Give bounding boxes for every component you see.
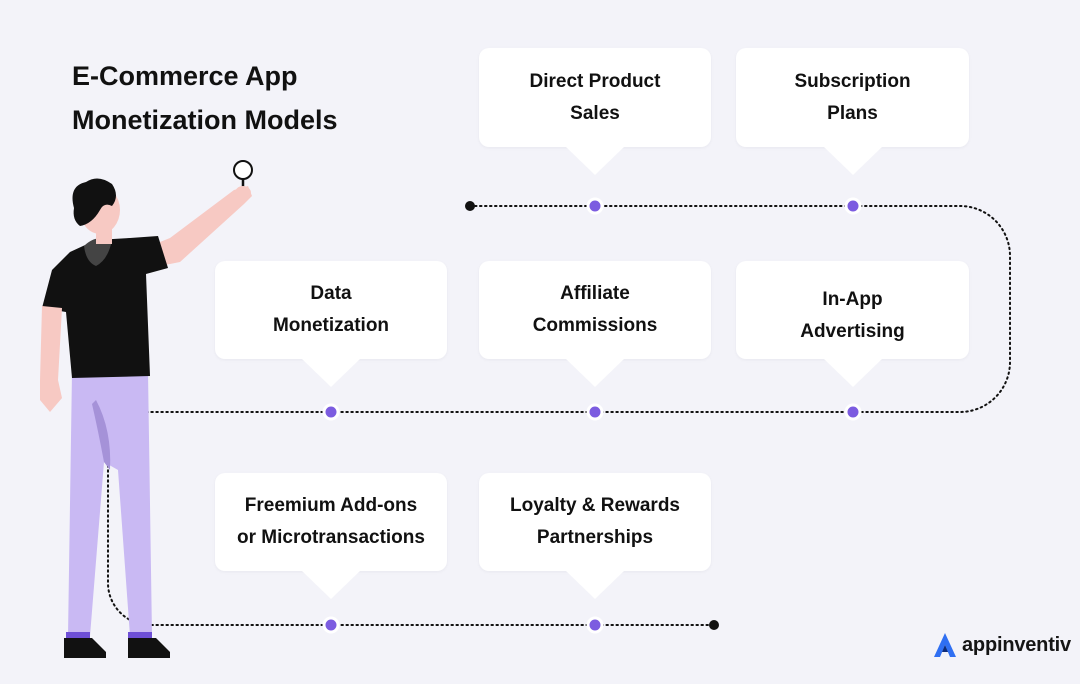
card-label-line1: In-App [822, 289, 883, 310]
card-label-line1: Data [310, 283, 352, 304]
card-label-line1: Direct Product [529, 70, 661, 92]
node-freemium [322, 616, 340, 634]
magnifier-icon [233, 160, 253, 188]
card-subscription-plans: Subscription Plans [736, 48, 969, 175]
card-label-line2: Partnerships [536, 527, 654, 548]
card-data-monetization: Data Monetization [215, 261, 447, 387]
flow-path [107, 205, 1011, 626]
title-line-2: Monetization Models [72, 105, 338, 135]
card-label-line2: Commissions [532, 315, 658, 336]
card-affiliate-commissions: Affiliate Commissions [479, 261, 711, 387]
title-line-1: E-Commerce App [72, 61, 298, 91]
card-label-line1: Subscription [794, 70, 911, 92]
node-direct-sales [586, 197, 604, 215]
node-subscription [844, 197, 862, 215]
card-label-line2: Sales [570, 102, 620, 124]
brand-logo: appinventiv [932, 631, 1071, 659]
node-in-app-ads [844, 403, 862, 421]
appinventiv-logo-icon [934, 633, 956, 657]
path-end-dot [709, 620, 719, 630]
card-label-line2: Advertising [800, 321, 905, 342]
path-start-dot [465, 201, 475, 211]
card-in-app-advertising: In-App Advertising [736, 261, 969, 387]
node-data-monetization [322, 403, 340, 421]
card-label-line2: Monetization [272, 315, 390, 336]
brand-name: appinventiv [962, 633, 1071, 656]
card-direct-product-sales: Direct Product Sales [479, 48, 711, 175]
card-label-line1: Freemium Add-ons [244, 495, 418, 516]
card-loyalty-rewards: Loyalty & Rewards Partnerships [479, 473, 711, 599]
card-freemium-addons: Freemium Add-ons or Microtransactions [215, 473, 447, 599]
node-loyalty [586, 616, 604, 634]
card-label-line1: Loyalty & Rewards [510, 495, 680, 516]
person-illustration [40, 160, 253, 658]
page-title: E-Commerce App Monetization Models [72, 54, 338, 142]
card-label-line2: or Microtransactions [237, 527, 425, 548]
node-affiliate [586, 403, 604, 421]
card-label-line1: Affiliate [560, 283, 630, 304]
card-label-line2: Plans [827, 102, 878, 124]
